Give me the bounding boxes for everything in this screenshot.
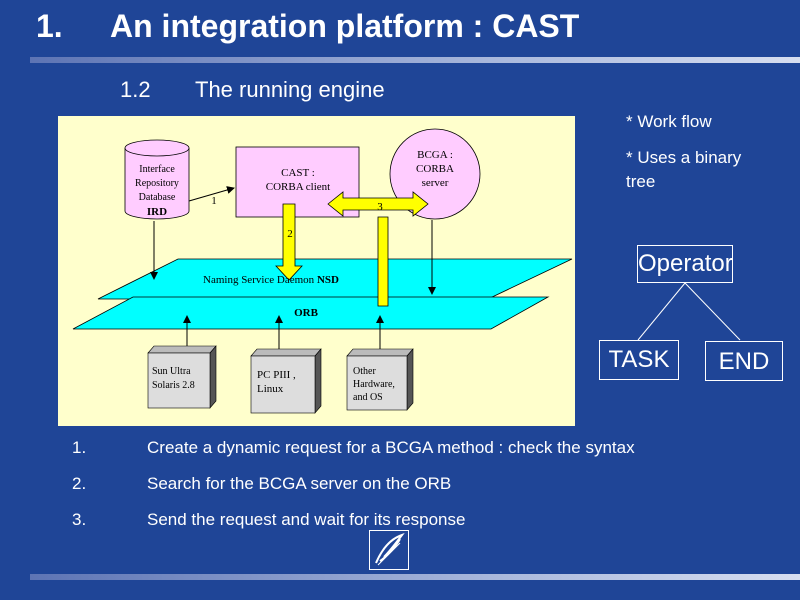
lookup-arrow (275, 203, 303, 281)
section-title: The running engine (195, 77, 385, 102)
request-double-arrow (327, 191, 429, 217)
binary-tree-note: * Uses a binary tree (626, 148, 742, 191)
tree-root-operator: Operator (637, 245, 733, 283)
ird-cylinder (124, 139, 190, 220)
bcga-circle (389, 128, 481, 220)
step-marker-2: 2 (287, 228, 293, 240)
tree-node-end: END (705, 341, 783, 381)
diagram-graphics (72, 128, 573, 414)
step-1-number: 1. (72, 438, 87, 457)
machine-sun-box (147, 345, 217, 409)
machine-pc-box (250, 348, 322, 414)
machine-other-label: Other Hardware, and OS (353, 366, 395, 403)
nsd-label: Naming Service Daemon NSD (203, 274, 339, 286)
orb-plane (72, 296, 550, 330)
tree-node-task: TASK (599, 340, 679, 380)
section-number: 1.2 (120, 77, 151, 102)
step-marker-1: 1 (211, 195, 217, 207)
workflow-note: * Work flow (626, 112, 712, 131)
machine-sun-label: Sun Ultra Solaris 2.8 (152, 366, 195, 391)
page-title: An integration platform : CAST (110, 8, 580, 44)
orb-label: ORB (294, 307, 318, 319)
step-3-number: 3. (72, 510, 87, 529)
step-2-text: Search for the BCGA server on the ORB (147, 474, 452, 493)
title-rule (30, 57, 800, 63)
feather-logo-icon (369, 530, 409, 570)
step-3-text: Send the request and wait for its respon… (147, 510, 466, 529)
cast-label: CAST : CORBA client (265, 167, 331, 193)
step-1-text: Create a dynamic request for a BCGA meth… (147, 438, 635, 457)
step-marker-3: 3 (377, 201, 383, 213)
tree-lines (637, 282, 741, 341)
ird-label: Interface Repository Database IRD (135, 164, 179, 218)
architecture-diagram: Interface Repository Database IRD CAST :… (58, 116, 575, 426)
footer-rule (30, 574, 800, 580)
step-2-number: 2. (72, 474, 87, 493)
bcga-label: BCGA : CORBA server (416, 149, 454, 189)
title-number: 1. (36, 8, 63, 44)
machine-other-box (346, 348, 414, 411)
orb-arrow (377, 216, 389, 307)
machine-pc-label: PC PIII , Linux (257, 369, 296, 395)
